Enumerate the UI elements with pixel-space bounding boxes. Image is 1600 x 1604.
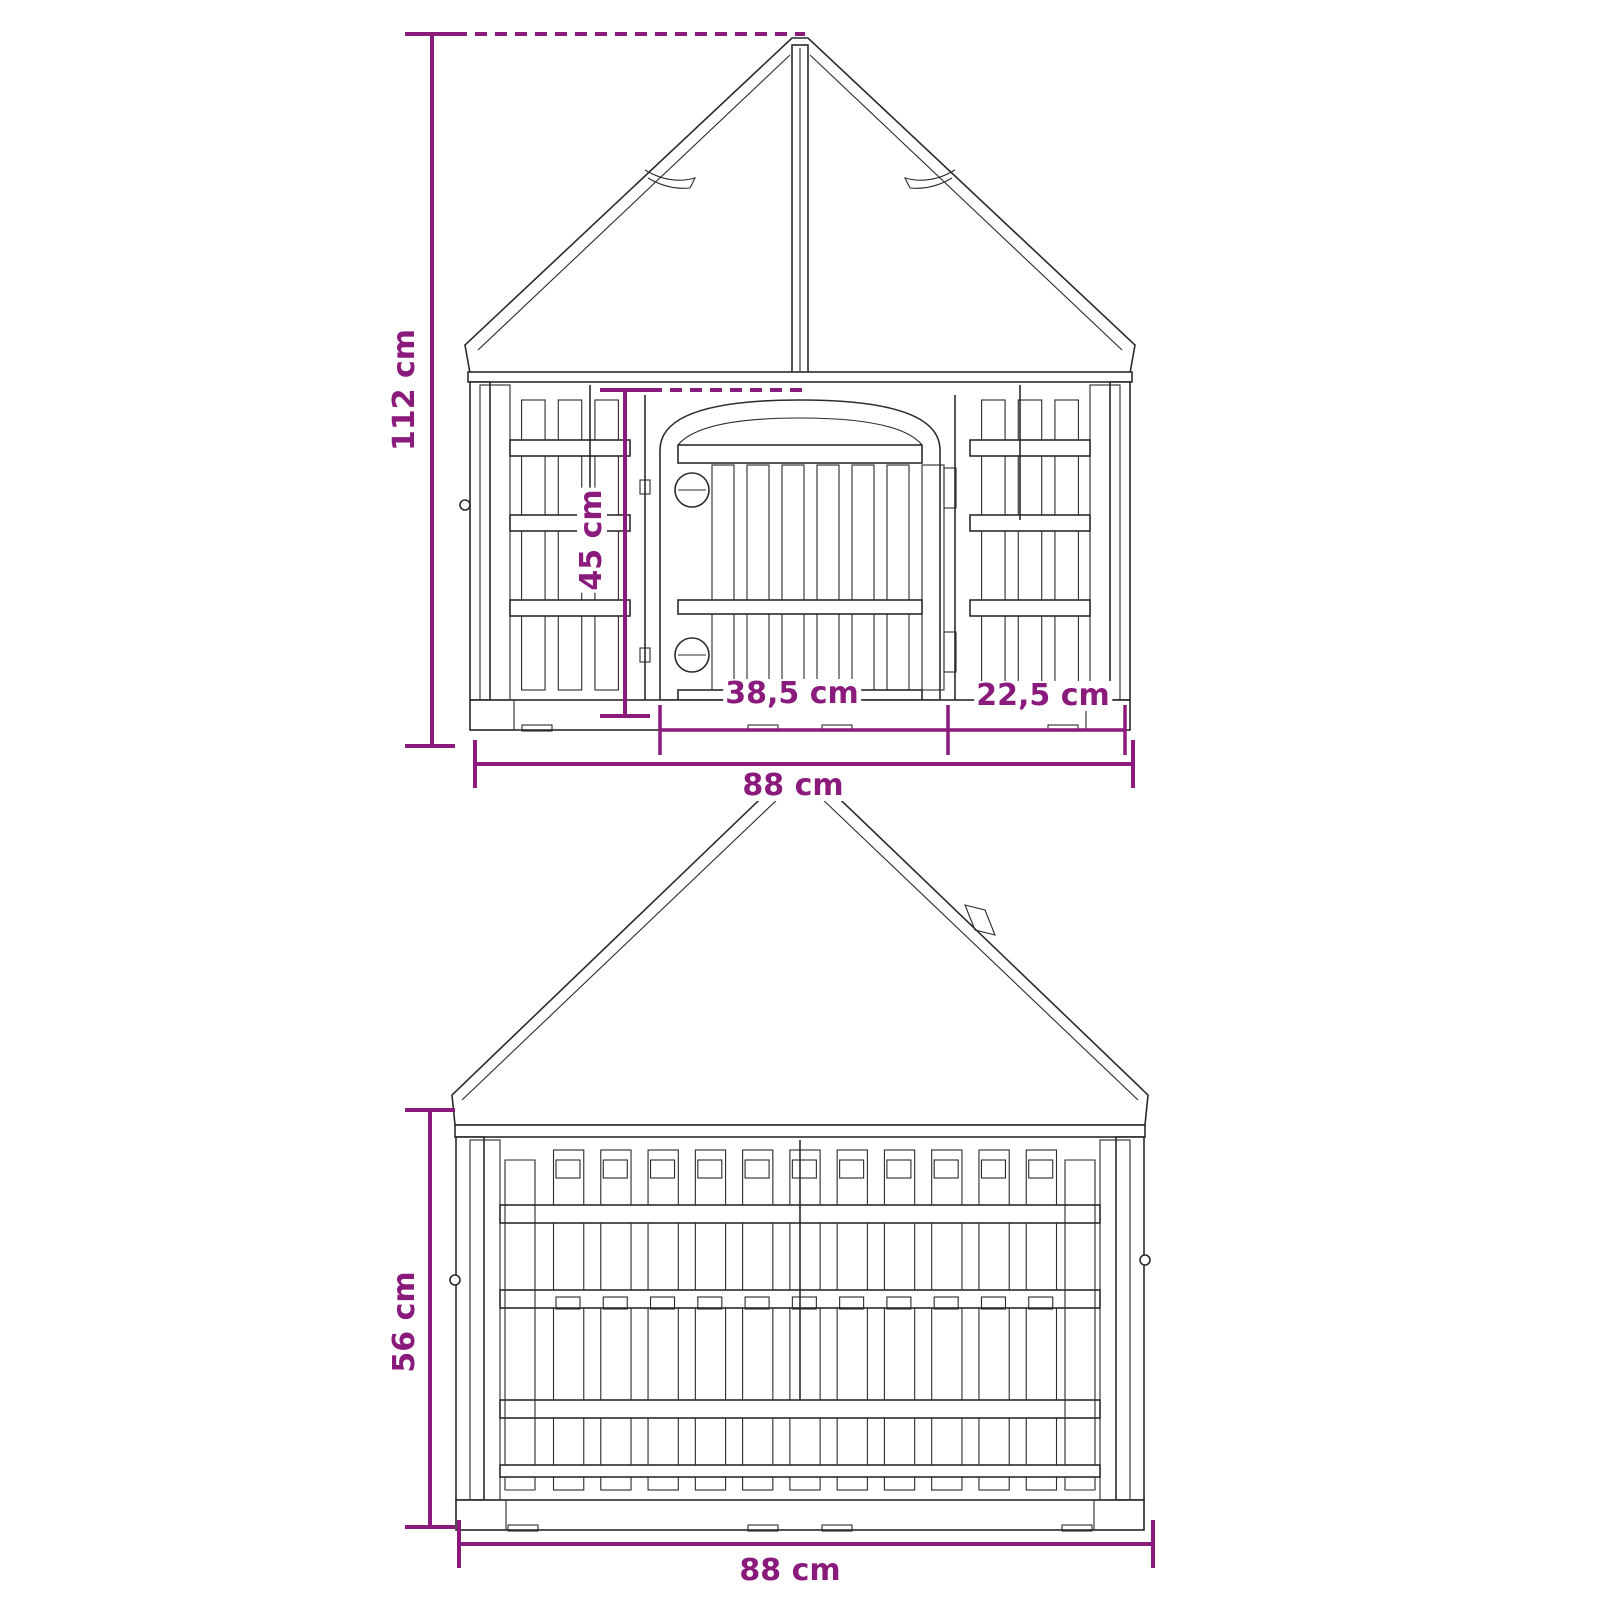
front-left-rail <box>509 514 631 532</box>
front-left-grille-bar <box>521 399 546 691</box>
side-roof-hem <box>454 1124 1146 1138</box>
side-clip <box>1028 1159 1054 1179</box>
dimension-lines <box>405 32 1155 1568</box>
front-right-rail <box>969 439 1091 457</box>
side-clip <box>791 1296 817 1310</box>
side-grille-bar <box>694 1149 727 1491</box>
side-grille-bar <box>742 1149 774 1491</box>
side-grille-bar <box>552 1149 585 1491</box>
side-clip <box>555 1296 581 1310</box>
side-clip <box>744 1159 770 1179</box>
side-grille-bar <box>1025 1149 1058 1491</box>
side-roof <box>451 779 1149 1126</box>
side-floor-rail <box>499 1464 1101 1478</box>
side-base <box>455 1499 1145 1531</box>
side-clip <box>602 1159 628 1179</box>
front-left-rail <box>509 439 631 457</box>
side-clip <box>1028 1296 1054 1310</box>
side-clip <box>933 1296 959 1310</box>
side-clip <box>886 1159 912 1179</box>
front-roof-hem <box>467 371 1133 383</box>
side-grille-bar <box>883 1149 916 1491</box>
door-bar <box>921 464 945 691</box>
side-clip <box>697 1159 723 1179</box>
side-clip <box>980 1296 1007 1310</box>
side-grille-bar <box>600 1149 632 1491</box>
side-clip <box>839 1159 865 1179</box>
side-clip <box>933 1159 959 1179</box>
side-clip <box>791 1159 817 1179</box>
front-door-arch <box>659 399 941 701</box>
front-right-rail <box>969 514 1091 532</box>
side-clip <box>602 1296 628 1310</box>
side-end-right <box>1064 1159 1096 1491</box>
side-grille-bar <box>931 1149 963 1491</box>
side-grille-bar <box>978 1149 1010 1491</box>
front-left-rail <box>509 599 631 617</box>
side-grille-bar <box>647 1149 679 1491</box>
side-clip <box>744 1296 770 1310</box>
side-height-label: 56 cm <box>387 1269 422 1375</box>
front-height-label: 112 cm <box>387 326 422 454</box>
front-view-kennel <box>459 37 1136 732</box>
side-grille-bar <box>789 1149 821 1491</box>
side-clip <box>697 1296 723 1310</box>
side-panel-width-label: 22,5 cm <box>974 678 1112 713</box>
door-rail <box>677 599 923 615</box>
side-clip <box>980 1159 1007 1179</box>
door-width-label: 38,5 cm <box>723 676 861 711</box>
side-view-kennel <box>449 779 1151 1532</box>
side-end-left <box>504 1159 536 1491</box>
door-height-label: 45 cm <box>574 487 609 593</box>
side-width-label: 88 cm <box>737 1553 843 1588</box>
front-door-top-panel <box>677 444 923 464</box>
side-clip <box>839 1296 865 1310</box>
front-right-rail <box>969 599 1091 617</box>
front-width-label: 88 cm <box>740 768 846 803</box>
side-clip <box>555 1159 581 1179</box>
side-clip <box>649 1296 676 1310</box>
side-rail <box>499 1399 1101 1419</box>
side-clip <box>886 1296 912 1310</box>
side-grille-bar <box>836 1149 868 1491</box>
side-clip <box>649 1159 676 1179</box>
